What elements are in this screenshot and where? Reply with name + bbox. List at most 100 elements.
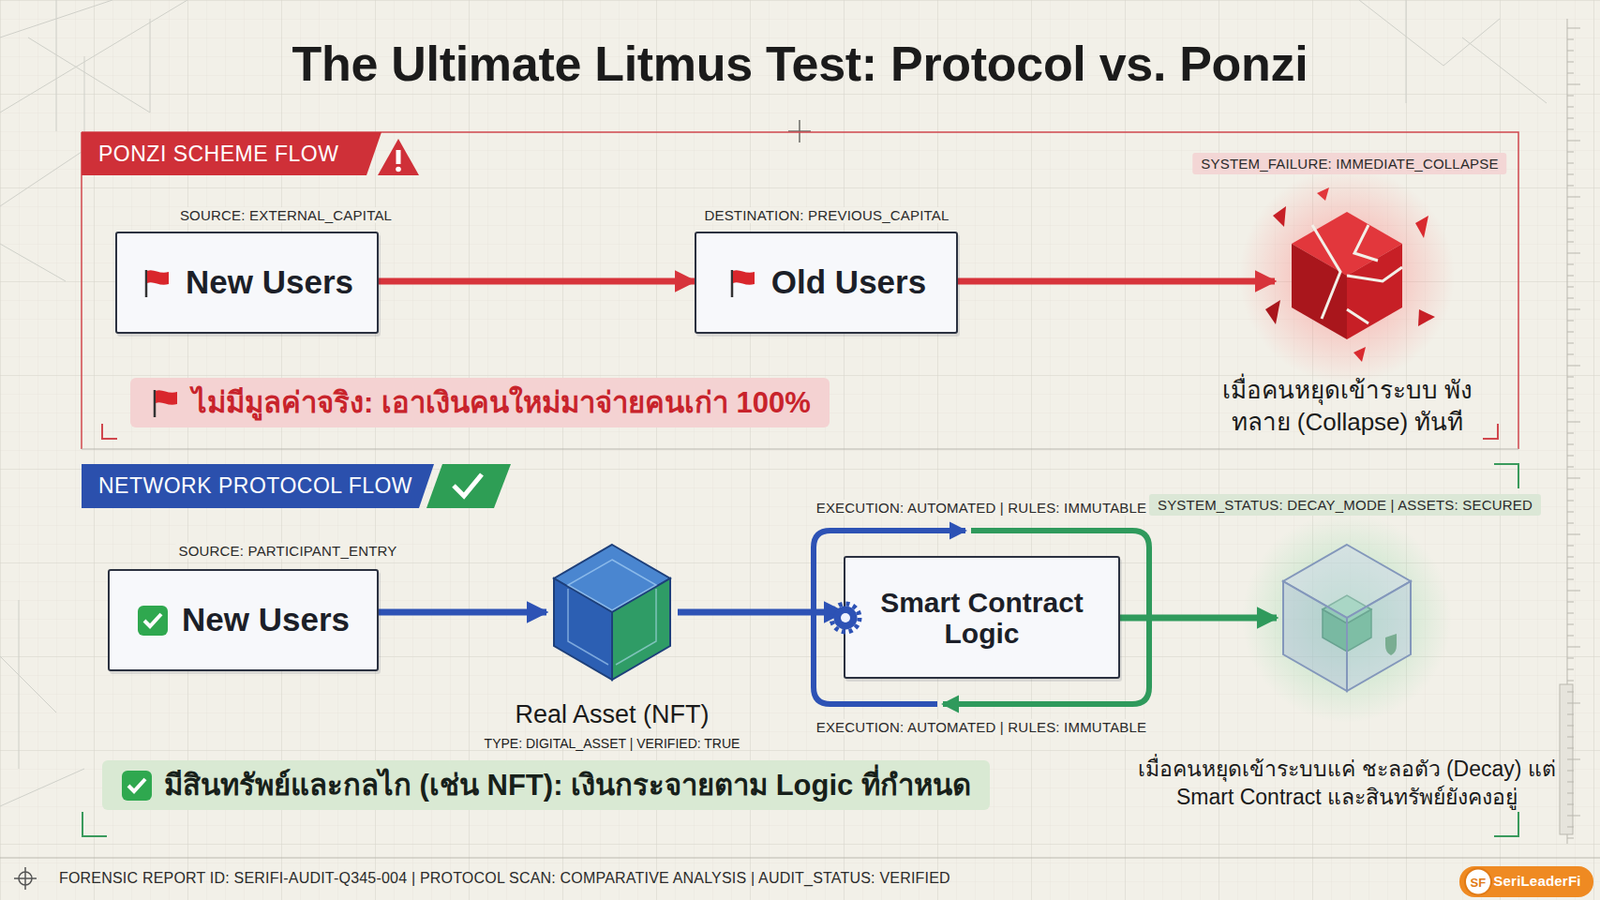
node-text: Old Users (771, 264, 927, 301)
section-banner: NETWORK PROTOCOL FLOW (81, 463, 434, 509)
ruler (1567, 433, 1574, 434)
status-tag: SYSTEM_STATUS: DECAY_MODE | ASSETS: SECU… (1149, 493, 1541, 516)
ruler (1567, 399, 1574, 401)
ruler (1567, 95, 1574, 97)
note-bar: ไม่มีมูลค่าจริง: เอาเงินคนใหม่มาจ่ายคนเก… (130, 377, 830, 428)
ruler (1567, 613, 1574, 614)
top-panel-outline (81, 132, 1519, 449)
ruler (1567, 466, 1574, 468)
text-wrap: มีสินทรัพย์และกลไก (เช่น NFT): เงินกระจา… (164, 767, 972, 803)
secure-cube (1283, 581, 1347, 691)
ruler (1567, 208, 1574, 210)
gear-icon (840, 613, 851, 623)
flow-arrow (378, 609, 547, 616)
collapse-illustration (1312, 224, 1403, 324)
top-panel-outline (80, 132, 83, 449)
blueprint-lines (0, 0, 1547, 807)
ruler (1567, 804, 1574, 806)
label-holder: DESTINATION: PREVIOUS_CAPITAL (701, 207, 952, 225)
flow-arrow (677, 609, 844, 616)
ruler (1567, 118, 1574, 120)
blueprint-lines (0, 599, 85, 807)
collapse-illustration (1353, 346, 1366, 362)
node-text: มีสินทรัพย์และกลไก (เช่น NFT): เงินกระจา… (164, 767, 972, 803)
ruler (1567, 185, 1574, 187)
ruler (1567, 421, 1581, 423)
ruler (1567, 219, 1574, 221)
ruler (1567, 725, 1574, 727)
ruler (1567, 354, 1574, 356)
warning-triangle (396, 149, 402, 165)
logo-badge (1459, 866, 1594, 898)
ruler (1567, 174, 1574, 176)
ruler (1567, 545, 1574, 547)
ruler (1567, 702, 1581, 704)
label-holder: EXECUTION: AUTOMATED | RULES: IMMUTABLE (813, 499, 1151, 517)
title-holder: The Ultimate Litmus Test: Protocol vs. P… (0, 35, 1600, 92)
ruler (1567, 511, 1574, 513)
check-icon (144, 613, 162, 627)
ruler (1567, 331, 1574, 333)
check-tab (453, 474, 482, 496)
flow-arrow (378, 278, 695, 285)
section-banner: PONZI SCHEME FLOW (81, 132, 382, 176)
collapse-illustration (1239, 167, 1455, 384)
ruler (1567, 365, 1581, 367)
check-tab (426, 463, 511, 509)
ruler (1567, 50, 1574, 52)
ruler (1567, 657, 1574, 659)
ruler (1567, 781, 1574, 783)
ruler (1567, 534, 1581, 536)
secure-cube (1385, 633, 1397, 656)
ruler (1567, 61, 1574, 63)
ruler (1567, 455, 1574, 457)
node-text: PONZI SCHEME FLOW (98, 141, 339, 167)
ruler (1567, 163, 1574, 165)
ruler (1567, 826, 1574, 828)
ruler (1567, 523, 1574, 524)
ruler (1567, 770, 1574, 772)
caption: เมื่อคนหยุดเข้าระบบแค่ ชะลอตัว (Decay) แ… (1126, 755, 1568, 812)
blueprint-lines (1359, 0, 1547, 104)
ruler (1567, 478, 1581, 479)
label-holder: SOURCE: PARTICIPANT_ENTRY (175, 542, 400, 560)
ruler (1567, 568, 1574, 569)
gear-icon (828, 600, 863, 635)
node-text: New Users (181, 601, 350, 639)
ruler (1567, 556, 1574, 558)
collapse-illustration (1291, 243, 1347, 340)
ruler (1567, 590, 1581, 592)
text-wrap: New Users (181, 601, 350, 639)
ruler (1567, 264, 1574, 266)
footer-rule (0, 856, 1600, 858)
ruler (1567, 151, 1574, 153)
ruler (1567, 489, 1574, 491)
node-text: NETWORK PROTOCOL FLOW (98, 473, 413, 499)
check-icon (128, 778, 146, 792)
text-wrap: New Users (185, 264, 354, 301)
ruler (1567, 388, 1574, 389)
contract-loop (813, 530, 1150, 704)
ruler (1567, 792, 1574, 794)
ruler (1567, 28, 1581, 30)
secured-node: เมื่อคนหยุดเข้าระบบแค่ ชะลอตัว (Decay) แ… (1276, 547, 1418, 688)
ruler (1567, 343, 1574, 344)
contract-box: Smart Contract Logic (843, 555, 1121, 679)
bottom-panel-outline (82, 811, 107, 837)
collapse-illustration (1272, 206, 1286, 227)
flag-icon (147, 269, 169, 285)
caption: เมื่อคนหยุดเข้าระบบ พังทลาย (Collapse) ท… (1193, 374, 1503, 439)
text-wrap: Old Users (771, 264, 927, 301)
ruler (1567, 714, 1574, 716)
check-icon (137, 605, 168, 636)
flag-icon (155, 389, 178, 405)
ruler (1567, 669, 1574, 671)
ruler (1567, 39, 1574, 41)
ruler (1567, 635, 1574, 637)
ruler (1567, 624, 1574, 626)
flag-icon (149, 387, 181, 419)
ruler (1567, 680, 1574, 682)
ruler (1567, 298, 1574, 300)
flag-icon (731, 269, 734, 298)
